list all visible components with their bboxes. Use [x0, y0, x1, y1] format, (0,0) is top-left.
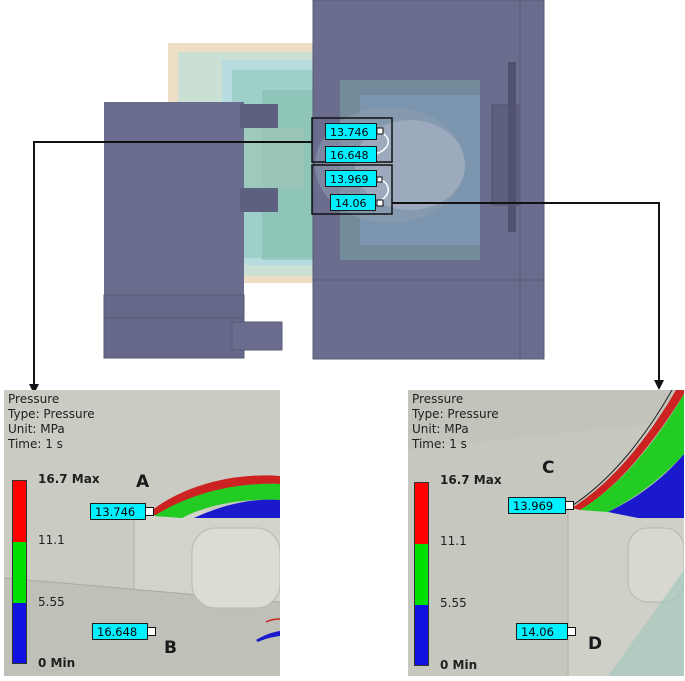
contact-band	[608, 454, 684, 518]
boss	[191, 527, 280, 609]
legend-blue	[13, 603, 26, 663]
point-label-b: B	[164, 638, 177, 658]
left-detail-geometry	[4, 390, 280, 676]
flange	[240, 188, 278, 212]
contact-band	[256, 631, 280, 642]
point-label-a: A	[136, 472, 150, 492]
translucent-surface	[608, 570, 684, 676]
top-probe-label: 13.746	[325, 123, 377, 140]
housing-edge	[312, 0, 545, 360]
rib	[508, 62, 516, 232]
arrowhead-left	[29, 384, 39, 394]
legend-bar	[414, 482, 429, 666]
legend-max-label: 16.7 Max	[38, 472, 100, 486]
legend-min-label: 0 Min	[38, 656, 76, 670]
legend-red	[415, 483, 428, 544]
top-probe-label: 13.969	[325, 170, 377, 187]
legend-mid-high-label: 11.1	[440, 534, 467, 548]
legend-blue	[415, 605, 428, 665]
result-title: Pressure	[412, 392, 464, 406]
probe-pin	[376, 199, 384, 207]
legend-green	[415, 544, 428, 605]
probe-label-a: 13.746	[90, 503, 146, 520]
probe-group-box	[311, 164, 393, 215]
top-probe-label: 14.06	[330, 194, 376, 211]
legend-red	[13, 481, 26, 542]
probe-pin	[567, 627, 576, 636]
result-time: Time: 1 s	[412, 437, 467, 451]
boss	[627, 527, 684, 603]
leader-line-right	[392, 202, 660, 382]
probe-pin	[376, 127, 384, 135]
top-probe-label: 16.648	[325, 146, 377, 163]
legend-max-label: 16.7 Max	[440, 473, 502, 487]
flange	[240, 104, 278, 128]
legend-green	[13, 542, 26, 603]
point-label-c: C	[542, 458, 555, 478]
right-detail-panel: Pressure Type: Pressure Unit: MPa Time: …	[408, 390, 684, 676]
left-detail-panel: Pressure Type: Pressure Unit: MPa Time: …	[4, 390, 280, 676]
point-label-d: D	[588, 634, 603, 654]
probe-label-d: 14.06	[516, 623, 568, 640]
result-type: Type: Pressure	[8, 407, 95, 421]
surface	[408, 390, 684, 450]
legend-mid-high-label: 11.1	[38, 533, 65, 547]
probe-pin	[145, 507, 154, 516]
probe-label-b: 16.648	[92, 623, 148, 640]
result-type: Type: Pressure	[412, 407, 499, 421]
flange	[231, 321, 283, 351]
legend-mid-low-label: 5.55	[38, 595, 65, 609]
result-time: Time: 1 s	[8, 437, 63, 451]
contact-band	[580, 394, 684, 512]
result-info: Pressure Type: Pressure Unit: MPa Time: …	[412, 392, 499, 452]
arrowhead-right	[654, 380, 664, 390]
contact-band	[154, 483, 280, 518]
contact-band	[569, 390, 673, 508]
right-detail-geometry	[408, 390, 684, 676]
probe-pin	[376, 176, 383, 183]
result-unit: Unit: MPa	[8, 422, 65, 436]
legend-mid-low-label: 5.55	[440, 596, 467, 610]
result-unit: Unit: MPa	[412, 422, 469, 436]
contact-band	[265, 618, 280, 623]
housing-edge	[103, 294, 245, 359]
bore	[355, 120, 465, 210]
contact-band	[572, 390, 684, 510]
contact-band	[194, 499, 280, 518]
leader-line-left	[33, 141, 312, 386]
result-info: Pressure Type: Pressure Unit: MPa Time: …	[8, 392, 95, 452]
translucent-layer	[244, 128, 304, 188]
probe-pin	[565, 501, 574, 510]
legend-bar	[12, 480, 27, 664]
probe-pin	[147, 627, 156, 636]
legend-min-label: 0 Min	[440, 658, 478, 672]
result-title: Pressure	[8, 392, 60, 406]
probe-label-c: 13.969	[508, 497, 566, 514]
